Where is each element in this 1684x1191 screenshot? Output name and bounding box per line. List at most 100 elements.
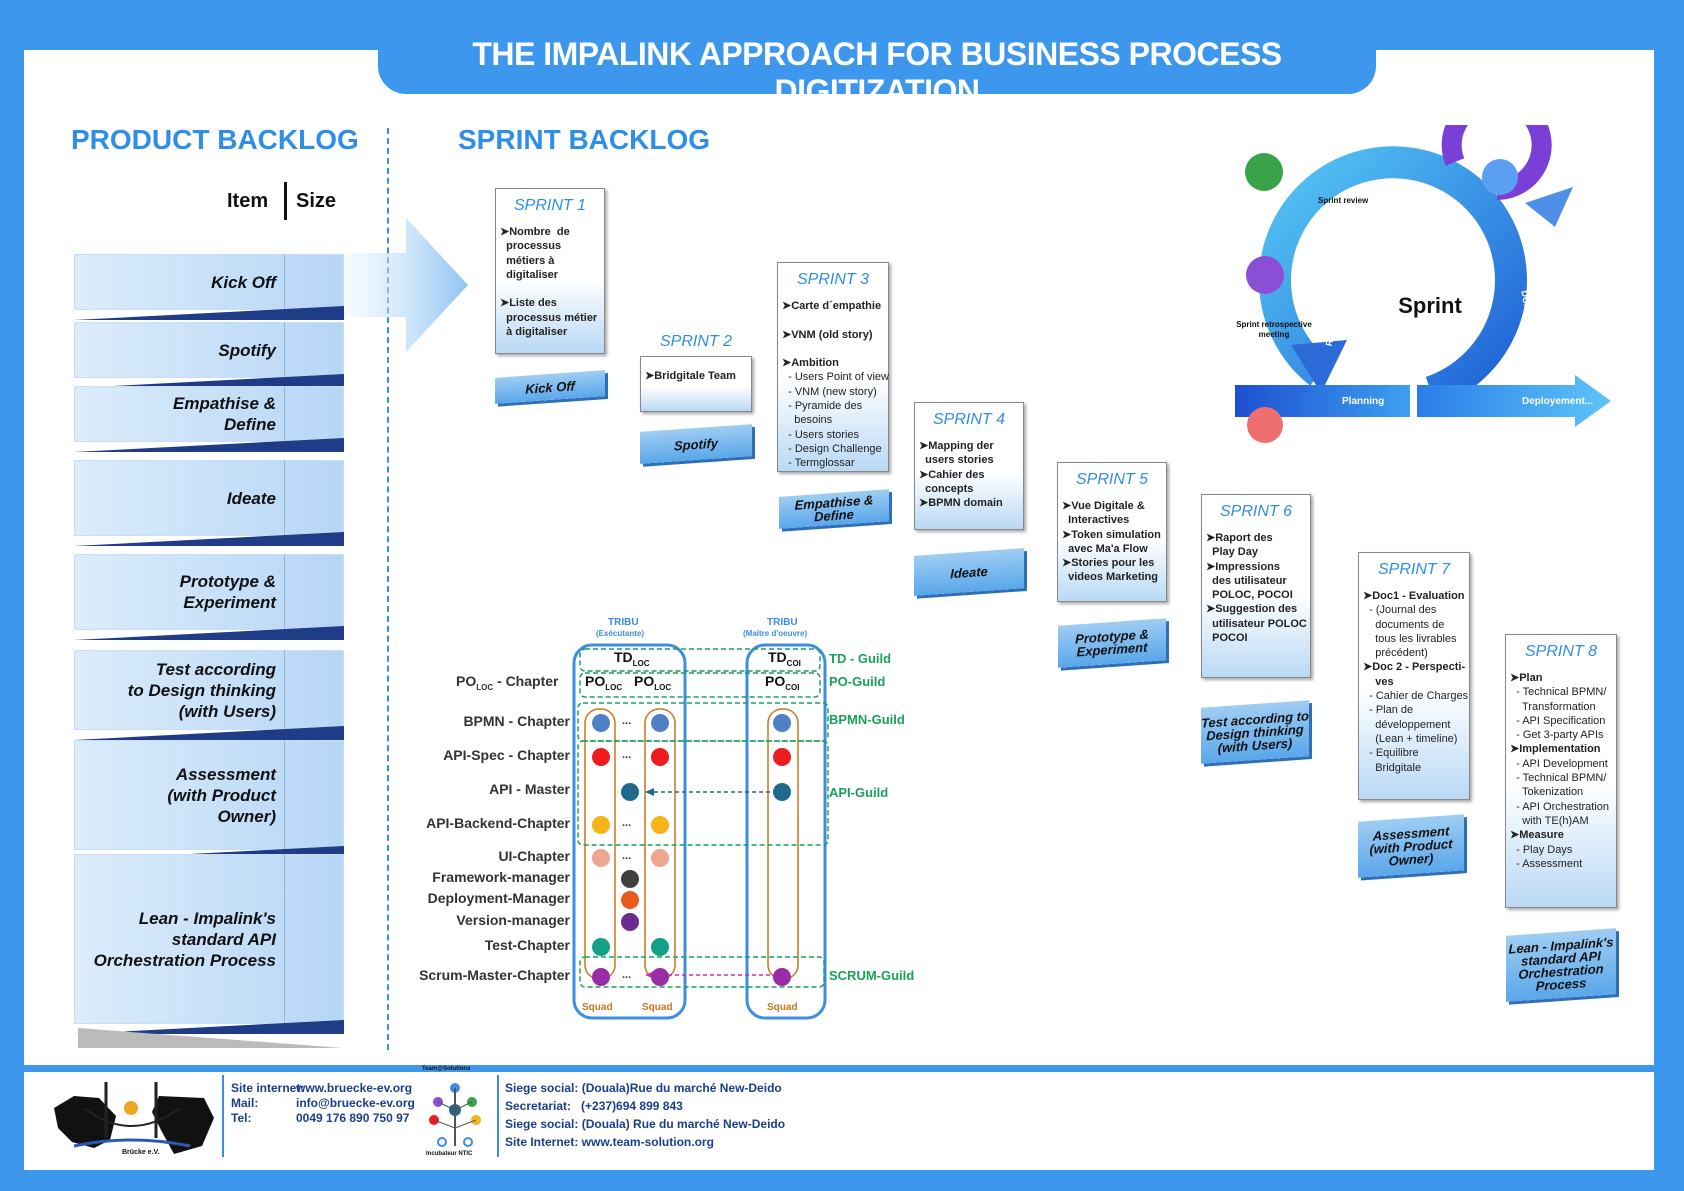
product-backlog-item[interactable]: Kick Off [74, 240, 344, 326]
sprint-title: SPRINT 5 [1075, 471, 1148, 488]
squad-member-dot [621, 783, 639, 801]
guild-label: PO-Guild [829, 674, 886, 689]
item-size-divider [284, 254, 285, 310]
sprint-task-line: (Lean + timeline) [1363, 732, 1458, 745]
chapter-label: API-Backend-Chapter [426, 815, 570, 831]
squad-member-dot [773, 714, 791, 732]
po-loc-label-1: POLOC [585, 673, 623, 692]
item-column-header: Item [227, 190, 269, 212]
sprint-card: SPRINT 4➤Mapping der users stories➤Cahie… [914, 402, 1024, 530]
sprint-task-line [782, 342, 885, 356]
backlog-item-label: Spotify [218, 340, 276, 360]
backlog-to-sprint-arrow [340, 218, 468, 352]
footer-contact-line: Siege social: (Douala) Rue du marché New… [505, 1117, 786, 1131]
item-size-divider [284, 554, 285, 630]
squad-member-dot [651, 748, 669, 766]
item-size-divider [284, 740, 285, 850]
sprint-task-line: - Cahier de Charges [1363, 690, 1469, 703]
backlog-item-label: Ideate [226, 488, 276, 508]
chapter-label: API-Spec - Chapter [443, 747, 570, 763]
footer-contact-value: info@bruecke-ev.org [296, 1096, 415, 1110]
chapter-label: Framework-manager [432, 869, 570, 885]
sprint-item-label: Empathise &Define [794, 492, 874, 525]
sprint-task-line: avec Ma'a Flow [1062, 542, 1148, 555]
deployment-arrow [1417, 375, 1611, 427]
sprint-tasks: ➤Mapping der users stories➤Cahier des co… [919, 439, 1020, 510]
tribu-right-sub: (Maître d'oeuvre) [743, 629, 808, 638]
sprint-item-box[interactable]: Prototype &Experiment [1058, 618, 1166, 668]
backlog-item-face [74, 460, 344, 536]
product-backlog-item[interactable]: Ideate [74, 446, 344, 552]
item-size-divider [284, 854, 285, 1024]
footer-divider-2 [497, 1075, 499, 1157]
sprint-task-line: ➤Vue Digitale & [1062, 500, 1145, 512]
footer-contact-line: Secretariat: (+237)694 899 843 [505, 1099, 683, 1113]
chapter-label: API - Master [489, 781, 570, 797]
team-solutions-logo [429, 1083, 481, 1147]
item-size-divider [284, 322, 285, 378]
backlog-item-label: Prototype &Experiment [179, 572, 276, 612]
sprint-backlog-heading: SPRINT BACKLOG [458, 124, 710, 155]
tribu-frames [572, 643, 829, 1020]
sprint-task-line: des utilisateur [1206, 574, 1287, 587]
sprint-task-line: - Termglossar [782, 457, 855, 470]
sprint-task-line: métiers à [500, 254, 555, 267]
sprint-task-line: - Users stories [782, 428, 860, 441]
team-solutions-caption: Team@Solutions [422, 1066, 471, 1072]
sprint-card: SPRINT 2➤Bridgitale Team [640, 333, 752, 412]
backlog-item-face [74, 854, 344, 1024]
footer-contact-value: 0049 176 890 750 97 [296, 1111, 410, 1125]
sprint-task-line: développement [1363, 718, 1451, 731]
guild-label: TD - Guild [829, 651, 892, 666]
chapter-label: Version-manager [456, 912, 570, 928]
sprint-tasks: ➤Doc1 - Evaluation - (Journal des docume… [1363, 589, 1469, 775]
backlog-item-face [74, 554, 344, 630]
product-backlog-item[interactable]: Prototype &Experiment [74, 540, 344, 646]
backlog-item-face [74, 740, 344, 850]
sprint-card: SPRINT 3➤Carte d´empathie ➤VNM (old stor… [777, 262, 889, 472]
deploy-icon [1247, 407, 1283, 443]
sprint-card: SPRINT 5➤Vue Digitale & Interactives➤Tok… [1057, 462, 1167, 602]
footer [24, 1070, 1654, 1170]
sprint-task-line: ➤Measure [1510, 829, 1564, 842]
sprint-task-line: Tokenization [1510, 786, 1584, 799]
deployment-label: Deployement... [1522, 396, 1594, 407]
squad-member-dot [621, 913, 639, 931]
sprint-item-box[interactable]: Ideate [914, 548, 1024, 596]
sprint-task-line: - Pyramide des [782, 400, 863, 413]
daily-scrum-ring [1441, 125, 1552, 200]
squad-member-dot [651, 816, 669, 834]
sprint-tasks: ➤Raport des Play Day➤Impressions des uti… [1206, 531, 1307, 645]
sprint-task-line: ➤Ambition [782, 357, 839, 370]
product-backlog-item[interactable]: Spotify [74, 308, 344, 394]
sprint-task-line: - Assessment [1510, 857, 1583, 870]
sprint-card: SPRINT 7➤Doc1 - Evaluation - (Journal de… [1358, 552, 1470, 800]
product-backlog-item[interactable]: Empathise &Define [74, 372, 344, 458]
ellipsis-text: ... [622, 850, 632, 862]
sprint-task-line: ➤Cahier des [919, 468, 985, 481]
sprint-task-line: - Technical BPMN/ [1510, 772, 1607, 785]
sprint-task-line: ➤Token simulation [1062, 528, 1161, 541]
footer-contact-value: www.bruecke-ev.org [296, 1081, 413, 1095]
sprint-task-line: processus [500, 240, 562, 253]
team-icon [1482, 159, 1518, 195]
sprint-task-line: - Users Point of view [782, 371, 889, 384]
chapter-label: Deployment-Manager [427, 890, 570, 906]
squad-member-dot [621, 891, 639, 909]
sprint-task-line [500, 282, 601, 296]
sprint-task-line: with TE(h)AM [1510, 814, 1589, 827]
footer-contact-label: Tel: [231, 1111, 252, 1125]
td-coi-label: TDCOI [768, 649, 801, 668]
sprint-task-line [782, 313, 885, 327]
sprint-task-line: ➤Implementation [1510, 743, 1601, 756]
item-size-divider [284, 386, 285, 442]
column-divider [284, 182, 287, 220]
sprint-task-line: ➤Doc 2 - Perspecti- [1363, 661, 1466, 674]
